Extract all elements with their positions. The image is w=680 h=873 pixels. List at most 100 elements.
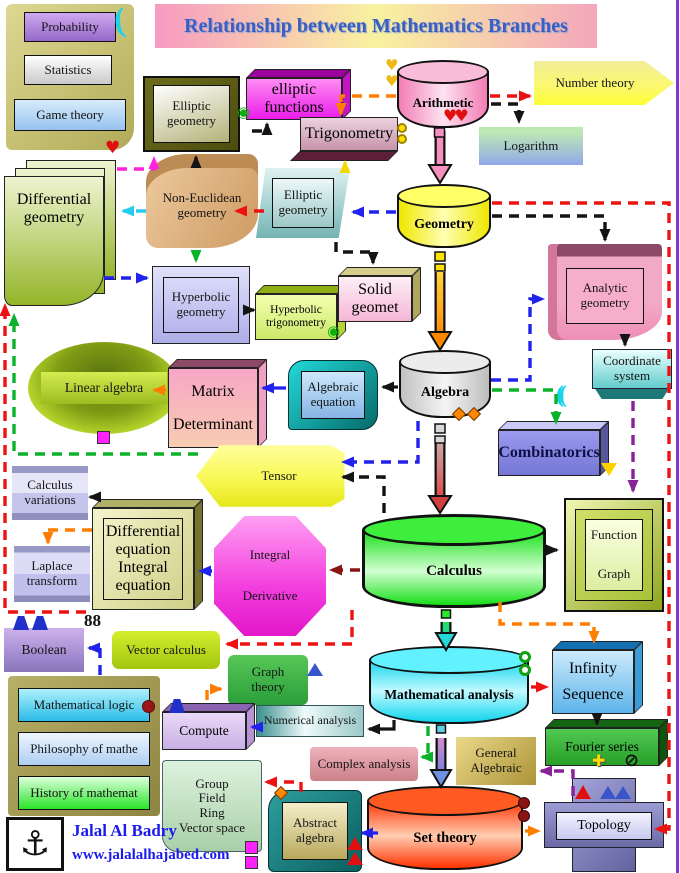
green-ring-icon xyxy=(519,664,531,676)
magenta-square-icon xyxy=(245,856,258,869)
edge-algebra-analytic-geometry xyxy=(491,293,545,382)
node-vector-calculus: Vector calculus xyxy=(112,631,220,669)
node-label: Topology xyxy=(577,818,631,834)
edge-mathematical-analysis-set-theory xyxy=(429,724,453,789)
node-label: Tensor xyxy=(261,467,297,483)
node-label: Mathematical logic xyxy=(33,696,135,712)
node-calculus-variations: Calculus variations xyxy=(12,466,88,520)
no-sign-icon: ⊘ xyxy=(624,750,640,771)
website-link[interactable]: www.jalalalhajabed.com xyxy=(72,847,230,863)
red-triangle-icon xyxy=(347,837,363,850)
node-laplace-transform: Laplace transform xyxy=(14,546,90,602)
node-coordinate-system: Coordinate system xyxy=(592,349,672,399)
plus-icon: ✚ xyxy=(592,751,606,770)
node-label: Vector calculus xyxy=(126,641,206,657)
node-label: Elliptic geometry xyxy=(166,98,217,128)
node-hyperbolic-geometry: Hyperbolic geometry xyxy=(152,266,250,344)
node-label: Mathematical analysis xyxy=(384,687,514,702)
edge-diffeq-laplace xyxy=(42,528,92,545)
coordinate-system-base xyxy=(595,389,669,399)
node-label: Probability xyxy=(41,18,99,34)
target-icon: ◉ xyxy=(237,103,251,121)
heart-icon: ♥ xyxy=(385,56,399,74)
cyan-parens-icon: (( xyxy=(556,382,567,408)
node-label: Vector space xyxy=(178,819,246,835)
node-label: Solid geomet xyxy=(351,281,399,316)
node-label: Function xyxy=(590,527,638,542)
chain-links-icon: 88 xyxy=(84,611,101,630)
node-label: Ring xyxy=(199,805,225,820)
node-label: Laplace transform xyxy=(26,558,78,588)
node-label: Hyperbolic trigonometry xyxy=(265,304,327,329)
node-label: Complex analysis xyxy=(317,755,411,771)
node-elliptic-geometry-1: Elliptic geometry xyxy=(143,76,240,152)
node-algebra: Algebra xyxy=(399,350,491,418)
node-label: Integral xyxy=(118,559,168,576)
node-label: General xyxy=(475,745,517,761)
node-label: Philosophy of mathe xyxy=(30,740,138,756)
node-label: Integral xyxy=(249,547,291,563)
red-triangle-icon xyxy=(347,852,363,865)
node-label: Boolean xyxy=(21,642,67,658)
node-solid-geometry: Solid geomet xyxy=(338,267,421,322)
edge-geometry-algebra xyxy=(427,251,453,352)
node-label: Differential geometry xyxy=(16,191,92,226)
edge-arithmetic-logarithm xyxy=(491,102,525,124)
node-label: Determinant xyxy=(173,415,253,433)
node-tensor: Tensor xyxy=(196,445,345,507)
node-function-graph: Function Graph xyxy=(564,498,664,612)
edge-calculus-tensor xyxy=(341,471,386,513)
node-label: Linear algebra xyxy=(64,380,144,396)
node-analytic-geometry: Analytic geometry xyxy=(548,244,662,340)
red-triangle-icon xyxy=(575,785,591,799)
node-label: equation xyxy=(115,576,171,594)
heart-icon: ♥ xyxy=(385,72,399,90)
node-combinatorics: Combinatorics xyxy=(498,421,609,476)
node-label: History of mathemat xyxy=(30,784,138,800)
node-label: Field xyxy=(198,790,226,806)
node-label: Derivative xyxy=(242,588,298,603)
node-group-field-ring: Group Field Ring Vector space xyxy=(162,760,262,852)
node-label: elliptic functions xyxy=(264,81,324,116)
node-label: Compute xyxy=(179,723,229,739)
blue-trapezoid-icon xyxy=(32,616,48,630)
magenta-square-icon xyxy=(97,431,110,444)
edge-algebra-combinatorics xyxy=(492,388,562,425)
node-arithmetic: Arithmetic xyxy=(397,60,489,128)
node-philosophy-of-math: Philosophy of mathe xyxy=(18,732,150,766)
node-label: Statistics xyxy=(44,61,92,77)
node-label: Analytic geometry xyxy=(580,280,630,310)
node-graph-theory: Graph theory xyxy=(228,655,308,705)
node-abstract-algebra: Abstract algebra xyxy=(268,790,362,872)
node-label: Numerical analysis xyxy=(263,713,357,728)
node-label: Sequence xyxy=(562,686,624,704)
target-icon: ◉ xyxy=(327,322,341,340)
logo-anchor-box: ⚓ xyxy=(6,817,64,871)
blue-triangle-icon xyxy=(615,786,631,799)
right-border-line xyxy=(676,0,679,873)
node-differential-geometry: Differential geometry xyxy=(4,160,118,306)
edge-vector-calculus-boolean xyxy=(87,642,102,675)
node-boolean: Boolean xyxy=(4,628,84,672)
node-linear-algebra: Linear algebra xyxy=(28,342,180,434)
edge-mathematical-analysis-complex-analysis xyxy=(420,726,433,763)
node-label: Coordinate system xyxy=(603,353,661,383)
node-logarithm: Logarithm xyxy=(479,127,583,165)
author-name: Jalal Al Badry xyxy=(72,821,177,840)
node-label: Set theory xyxy=(413,830,477,846)
blue-triangle-icon xyxy=(600,786,616,799)
node-probability: Probability xyxy=(24,12,116,42)
node-label: Group xyxy=(195,775,229,791)
edge-geometry-analytic-geometry xyxy=(492,214,611,242)
magenta-square-icon xyxy=(245,841,258,854)
node-trigonometry: Trigonometry xyxy=(290,117,398,161)
edge-arithmetic-geometry xyxy=(427,127,453,185)
yellow-bead-icon xyxy=(397,123,407,133)
node-label: equation xyxy=(115,541,171,559)
node-history-of-math: History of mathemat xyxy=(18,776,150,810)
node-mathematical-logic: Mathematical logic xyxy=(18,688,150,722)
yellow-bead-icon xyxy=(397,134,407,144)
node-label: Trigonometry xyxy=(304,125,394,143)
node-label: Infinity xyxy=(569,660,617,678)
node-integral-derivative: Integral Derivative xyxy=(214,516,326,636)
